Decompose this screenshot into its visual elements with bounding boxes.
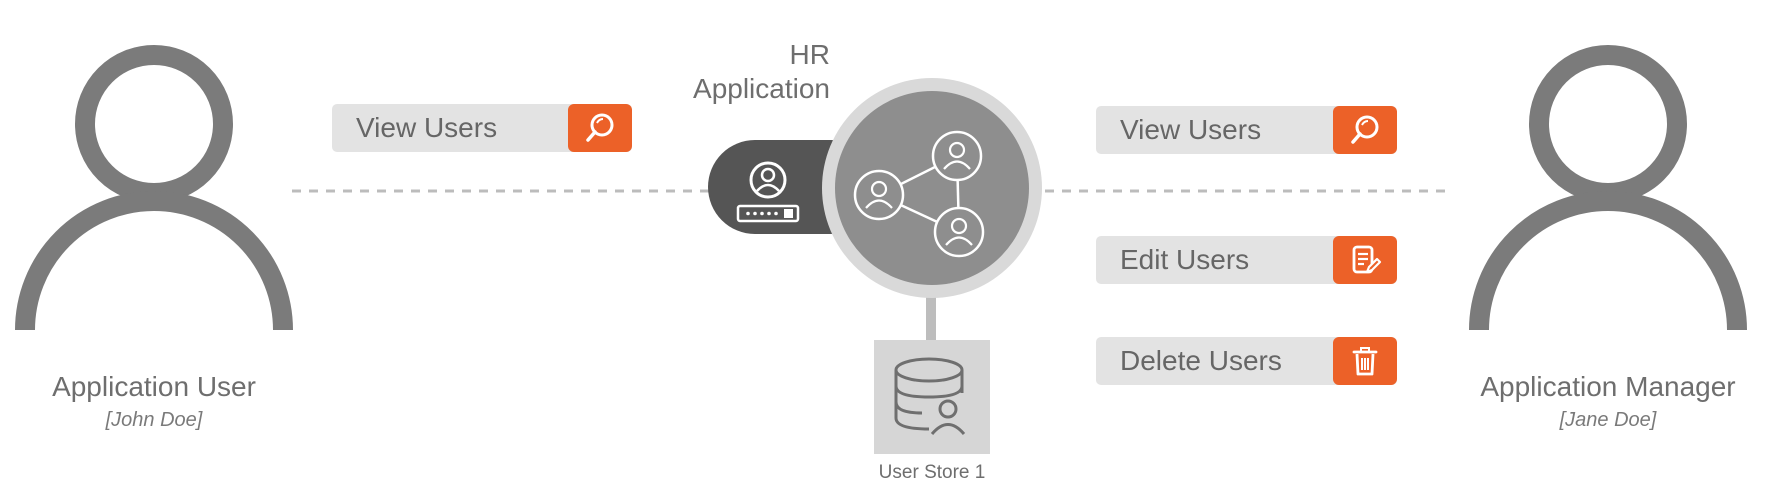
right-view-users-action[interactable]: View Users (1096, 106, 1397, 154)
right-person-icon (1469, 45, 1747, 331)
right-edit-users-action[interactable]: Edit Users (1096, 236, 1397, 284)
left-actor-subtitle: [John Doe] (105, 409, 203, 431)
left-person-icon (15, 45, 293, 331)
hub-title-line1: HR (789, 39, 830, 70)
action-label: View Users (1120, 114, 1262, 145)
user-store-label: User Store 1 (878, 462, 986, 483)
right-actor-title: Application Manager (1480, 371, 1736, 402)
trash-icon[interactable] (1333, 337, 1397, 385)
left-view-users-action[interactable]: View Users (332, 104, 632, 152)
user-store-database-icon (874, 340, 990, 454)
action-label: Delete Users (1120, 345, 1282, 376)
hub-title-line2: Application (693, 72, 830, 104)
action-label: Edit Users (1120, 244, 1250, 275)
left-actor-title: Application User (52, 371, 256, 402)
search-icon[interactable] (1333, 106, 1397, 154)
hub-network-icon (822, 78, 1042, 298)
right-actor-subtitle: [Jane Doe] (1559, 409, 1657, 431)
edit-document-icon[interactable] (1333, 236, 1397, 284)
action-label: View Users (356, 112, 498, 143)
hub-title: HR Application (640, 38, 830, 105)
search-icon[interactable] (568, 104, 632, 152)
right-delete-users-action[interactable]: Delete Users (1096, 337, 1397, 385)
